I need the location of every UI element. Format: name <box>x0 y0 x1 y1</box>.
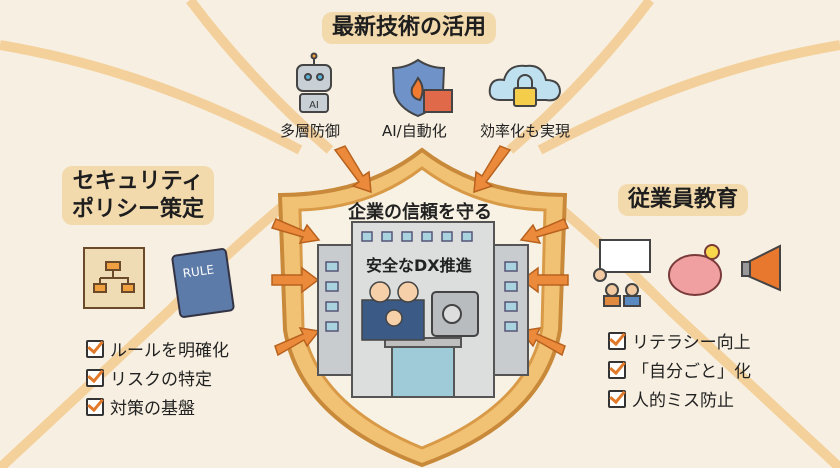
checklist-text: リテラシー向上 <box>632 333 751 353</box>
arrow-icon <box>519 327 566 357</box>
checklist-item: リテラシー向上 <box>608 326 751 355</box>
top-item-label: AI/自動化 <box>382 122 447 140</box>
checkbox-icon <box>86 339 104 358</box>
arrow-icon <box>519 218 570 244</box>
checklist-text: 人的ミス防止 <box>632 391 734 411</box>
cloud-lock-icon <box>488 64 562 107</box>
safe-icon <box>431 291 479 337</box>
center-heading: 企業の信頼を守る <box>348 202 492 223</box>
left-checklist: ルールを明確化 リスクの特定 対策の基盤 <box>86 334 229 421</box>
left-title-line2: ポリシー策定 <box>72 196 205 222</box>
arrow-icon <box>520 266 569 294</box>
shield-firewall-icon <box>391 58 453 118</box>
arrow-icon <box>473 145 512 194</box>
checklist-item: リスクの特定 <box>86 363 229 392</box>
rule-book-icon: RULE <box>171 248 235 318</box>
checklist-text: ルールを明確化 <box>110 341 229 361</box>
checklist-text: 「自分ごと」化 <box>632 362 751 382</box>
checklist-text: リスクの特定 <box>110 370 212 390</box>
business-people-icon <box>361 281 425 341</box>
presentation-icon <box>593 239 651 307</box>
checklist-item: 「自分ごと」化 <box>608 355 751 384</box>
checklist-item: 人的ミス防止 <box>608 384 751 413</box>
left-title: セキュリティ ポリシー策定 <box>62 166 215 225</box>
top-item-label: 効率化も実現 <box>480 122 571 140</box>
checkbox-icon <box>86 368 104 387</box>
right-checklist: リテラシー向上 「自分ごと」化 人的ミス防止 <box>608 326 751 413</box>
checklist-item: 対策の基盤 <box>86 392 229 421</box>
checkbox-icon <box>608 360 626 379</box>
scroll-flowchart-icon <box>83 247 145 309</box>
robot-ai-text: AI <box>309 100 319 111</box>
arrow-icon <box>274 327 321 357</box>
book-rule-text: RULE <box>182 262 215 280</box>
arrow-icon <box>333 145 372 194</box>
checklist-text: 対策の基盤 <box>110 399 195 419</box>
left-title-line1: セキュリティ <box>72 169 204 194</box>
brain-lightbulb-icon <box>668 244 722 296</box>
checkbox-icon <box>86 397 104 416</box>
top-title: 最新技術の活用 <box>322 12 497 44</box>
right-title: 従業員教育 <box>618 184 749 216</box>
checklist-item: ルールを明確化 <box>86 334 229 363</box>
top-item-label: 多層防御 <box>280 122 341 140</box>
arrow-icon <box>271 266 320 294</box>
arrows <box>270 145 570 357</box>
megaphone-icon <box>741 244 781 292</box>
checkbox-icon <box>608 331 626 350</box>
arrow-icon <box>270 218 321 244</box>
checkbox-icon <box>608 389 626 408</box>
robot-icon: AI <box>296 52 332 113</box>
building-sign: 安全なDX推進 <box>366 256 472 275</box>
